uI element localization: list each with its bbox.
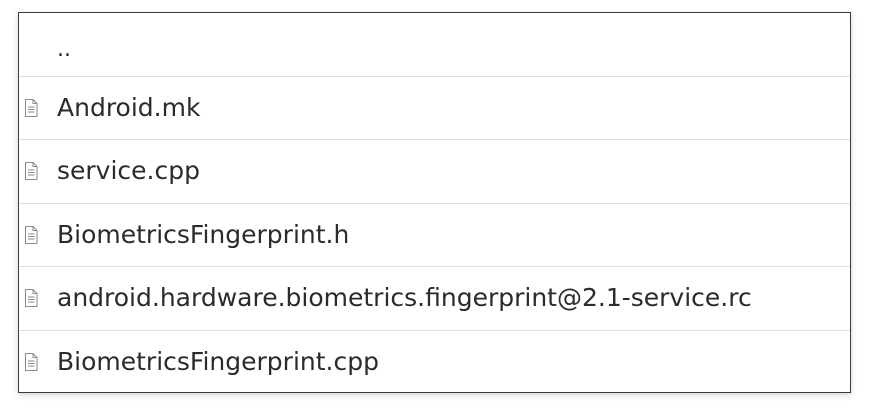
file-name-link[interactable]: Android.mk bbox=[57, 92, 201, 122]
file-icon bbox=[25, 225, 38, 244]
file-icon bbox=[25, 289, 38, 308]
parent-directory-link[interactable]: .. bbox=[57, 37, 71, 62]
file-row[interactable]: service.cpp bbox=[19, 140, 850, 204]
file-icon bbox=[25, 353, 38, 372]
file-icon bbox=[25, 98, 38, 117]
parent-directory-row[interactable]: .. bbox=[19, 13, 850, 77]
file-name-link[interactable]: BiometricsFingerprint.h bbox=[57, 219, 350, 249]
file-name-link[interactable]: android.hardware.biometrics.fingerprint@… bbox=[57, 283, 752, 313]
file-row[interactable]: Android.mk bbox=[19, 77, 850, 140]
file-listing: .. Android.mk service.cpp Biomet bbox=[18, 12, 851, 393]
file-name-link[interactable]: service.cpp bbox=[57, 156, 200, 186]
file-name-link[interactable]: BiometricsFingerprint.cpp bbox=[57, 347, 379, 377]
file-row[interactable]: BiometricsFingerprint.cpp bbox=[19, 331, 850, 395]
file-row[interactable]: BiometricsFingerprint.h bbox=[19, 204, 850, 267]
file-icon bbox=[25, 162, 38, 181]
file-row[interactable]: android.hardware.biometrics.fingerprint@… bbox=[19, 267, 850, 331]
